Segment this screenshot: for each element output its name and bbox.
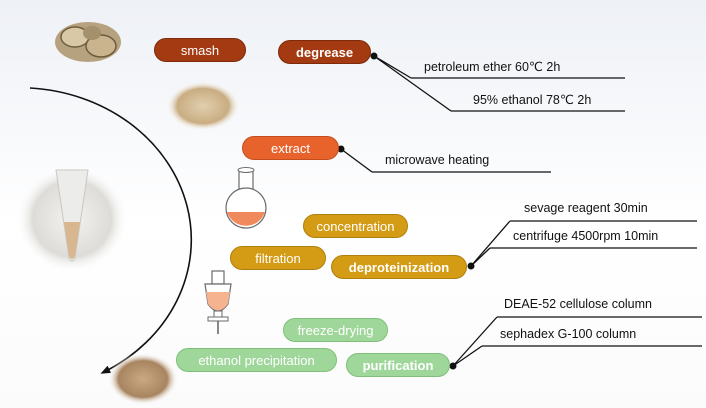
degrease-condition-2: 95% ethanol 78℃ 2h — [473, 93, 592, 107]
deproteinization-condition-1: sevage reagent 30min — [524, 201, 648, 215]
extract-condition-1: microwave heating — [385, 153, 490, 167]
step-extract: extract — [242, 136, 339, 160]
step-smash: smash — [154, 38, 246, 62]
step-freeze-drying: freeze-drying — [283, 318, 388, 342]
step-degrease: degrease — [278, 40, 371, 64]
deproteinization-condition-2: centrifuge 4500rpm 10min — [513, 229, 659, 243]
round-bottom-flask-icon — [225, 167, 267, 229]
root-slices-photo — [55, 22, 121, 62]
step-filtration: filtration — [230, 246, 326, 270]
degrease-condition-lines — [370, 52, 625, 112]
deproteinization-condition-lines — [467, 220, 697, 270]
separatory-funnel-icon — [204, 270, 232, 334]
polysaccharide-powder-photo — [108, 353, 178, 405]
centrifuge-tube-photo — [16, 165, 128, 273]
step-ethanol-precipitation: ethanol precipitation — [176, 348, 337, 372]
step-concentration: concentration — [303, 214, 408, 238]
extract-condition-lines — [337, 145, 551, 173]
purification-condition-1: DEAE-52 cellulose column — [504, 297, 652, 311]
process-arc — [29, 87, 193, 374]
step-purification: purification — [346, 353, 450, 377]
degrease-condition-1: petroleum ether 60℃ 2h — [424, 60, 561, 74]
purification-condition-lines — [449, 316, 702, 370]
powder-pile-photo — [166, 81, 240, 131]
step-deproteinization: deproteinization — [331, 255, 467, 279]
purification-condition-2: sephadex G-100 column — [500, 327, 637, 341]
